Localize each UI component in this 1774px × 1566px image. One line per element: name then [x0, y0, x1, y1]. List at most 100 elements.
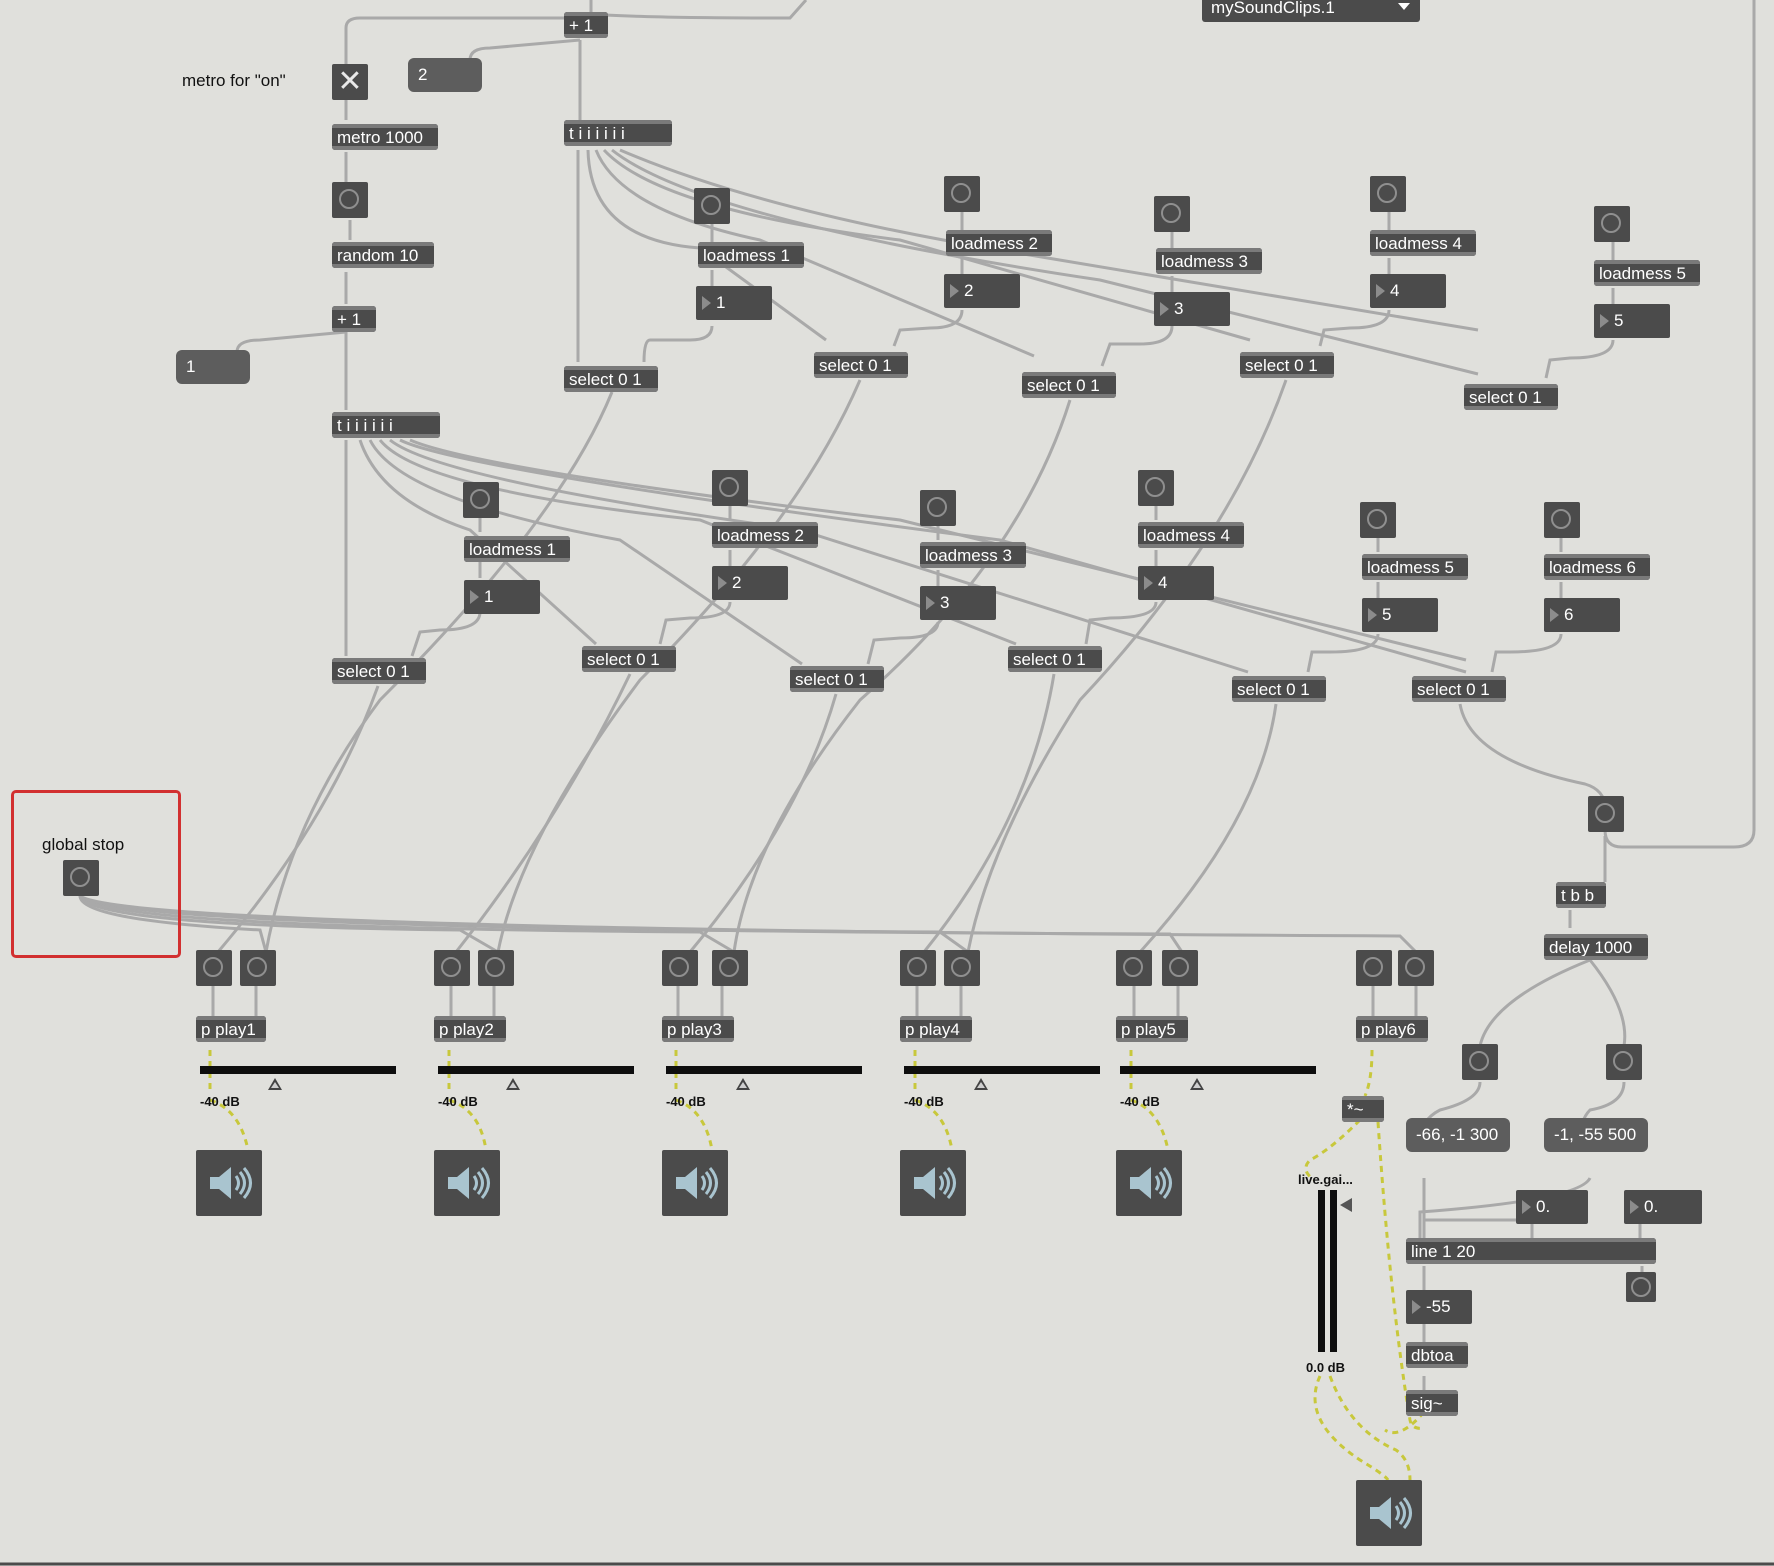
upper-select-2[interactable]: select 0 1: [814, 352, 908, 378]
lower-loadmess-4[interactable]: loadmess 4: [1138, 522, 1244, 548]
player-4[interactable]: p play4: [900, 1016, 972, 1042]
random-object[interactable]: random 10: [332, 242, 434, 268]
lower-number-1[interactable]: 1: [464, 580, 540, 614]
live-gain-meter-left[interactable]: [1318, 1190, 1325, 1352]
lower-number-4[interactable]: 4: [1138, 566, 1214, 600]
upper-loadbang-2[interactable]: [944, 176, 980, 212]
play3-start-button[interactable]: [662, 950, 698, 986]
end-bang[interactable]: [1588, 796, 1624, 832]
sig-object[interactable]: sig~: [1406, 1390, 1458, 1416]
upper-loadmess-5[interactable]: loadmess 5: [1594, 260, 1700, 286]
upper-select-4[interactable]: select 0 1: [1240, 352, 1334, 378]
sound-clips-menu[interactable]: mySoundClips.1: [1202, 0, 1420, 22]
metro-object[interactable]: metro 1000: [332, 124, 438, 150]
gain-slider-2-thumb[interactable]: [506, 1078, 520, 1090]
fade-out-bang[interactable]: [1606, 1044, 1642, 1080]
lower-select-1[interactable]: select 0 1: [332, 658, 426, 684]
play3-stop-button[interactable]: [712, 950, 748, 986]
player-6[interactable]: p play6: [1356, 1016, 1428, 1042]
lower-loadmess-3[interactable]: loadmess 3: [920, 542, 1026, 568]
gain-slider-1[interactable]: [200, 1066, 396, 1074]
speaker-output-2[interactable]: [434, 1150, 500, 1216]
upper-number-1[interactable]: 1: [696, 286, 772, 320]
speaker-output-master[interactable]: [1356, 1480, 1422, 1546]
lower-select-3[interactable]: select 0 1: [790, 666, 884, 692]
lower-loadmess-1[interactable]: loadmess 1: [464, 536, 570, 562]
line-ramp-time[interactable]: 0.: [1516, 1190, 1588, 1224]
fade-in-message[interactable]: -66, -1 300: [1406, 1118, 1510, 1152]
play5-stop-button[interactable]: [1162, 950, 1198, 986]
upper-loadmess-4[interactable]: loadmess 4: [1370, 230, 1476, 256]
upper-loadbang-1[interactable]: [694, 188, 730, 224]
player-5[interactable]: p play5: [1116, 1016, 1188, 1042]
lower-loadmess-6[interactable]: loadmess 6: [1544, 554, 1650, 580]
trigger-bang-bang[interactable]: t b b: [1556, 882, 1606, 908]
upper-select-5[interactable]: select 0 1: [1464, 384, 1558, 410]
play2-start-button[interactable]: [434, 950, 470, 986]
play1-stop-button[interactable]: [240, 950, 276, 986]
play5-start-button[interactable]: [1116, 950, 1152, 986]
plus-one-left[interactable]: + 1: [332, 306, 376, 332]
upper-select-3[interactable]: select 0 1: [1022, 372, 1116, 398]
play6-stop-button[interactable]: [1398, 950, 1434, 986]
speaker-output-3[interactable]: [662, 1150, 728, 1216]
upper-loadbang-4[interactable]: [1370, 176, 1406, 212]
gain-slider-3[interactable]: [666, 1066, 862, 1074]
line-grain-time[interactable]: 0.: [1624, 1190, 1702, 1224]
play4-stop-button[interactable]: [944, 950, 980, 986]
lower-loadbang-3[interactable]: [920, 490, 956, 526]
gain-slider-5-thumb[interactable]: [1190, 1078, 1204, 1090]
play6-start-button[interactable]: [1356, 950, 1392, 986]
gain-slider-1-thumb[interactable]: [268, 1078, 282, 1090]
message-one[interactable]: 1: [176, 350, 250, 384]
message-two[interactable]: 2: [408, 58, 482, 92]
play2-stop-button[interactable]: [478, 950, 514, 986]
lower-loadmess-5[interactable]: loadmess 5: [1362, 554, 1468, 580]
trigger-upper[interactable]: t i i i i i i: [564, 120, 672, 146]
upper-number-5[interactable]: 5: [1594, 304, 1670, 338]
lower-select-2[interactable]: select 0 1: [582, 646, 676, 672]
live-gain-pointer[interactable]: [1340, 1198, 1352, 1212]
lower-select-5[interactable]: select 0 1: [1232, 676, 1326, 702]
lower-loadbang-2[interactable]: [712, 470, 748, 506]
global-stop-button[interactable]: [63, 860, 99, 896]
upper-select-1[interactable]: select 0 1: [564, 366, 658, 392]
speaker-output-4[interactable]: [900, 1150, 966, 1216]
lower-loadbang-6[interactable]: [1544, 502, 1580, 538]
gain-slider-5[interactable]: [1120, 1066, 1316, 1074]
upper-loadmess-1[interactable]: loadmess 1: [698, 242, 804, 268]
speaker-output-1[interactable]: [196, 1150, 262, 1216]
upper-number-3[interactable]: 3: [1154, 292, 1230, 326]
play1-start-button[interactable]: [196, 950, 232, 986]
play4-start-button[interactable]: [900, 950, 936, 986]
lower-number-6[interactable]: 6: [1544, 598, 1620, 632]
player-3[interactable]: p play3: [662, 1016, 734, 1042]
player-2[interactable]: p play2: [434, 1016, 506, 1042]
lower-loadbang-4[interactable]: [1138, 470, 1174, 506]
dbtoa-object[interactable]: dbtoa: [1406, 1342, 1468, 1368]
delay-object[interactable]: delay 1000: [1544, 934, 1648, 960]
upper-number-4[interactable]: 4: [1370, 274, 1446, 308]
lower-loadbang-5[interactable]: [1360, 502, 1396, 538]
lower-select-4[interactable]: select 0 1: [1008, 646, 1102, 672]
player-1[interactable]: p play1: [196, 1016, 266, 1042]
line-object[interactable]: line 1 20: [1406, 1238, 1656, 1264]
upper-number-2[interactable]: 2: [944, 274, 1020, 308]
live-gain-meter-right[interactable]: [1330, 1190, 1337, 1352]
upper-loadmess-3[interactable]: loadmess 3: [1156, 248, 1262, 274]
gain-slider-4[interactable]: [904, 1066, 1100, 1074]
metro-toggle[interactable]: ✕: [332, 64, 368, 100]
lower-number-2[interactable]: 2: [712, 566, 788, 600]
lower-loadmess-2[interactable]: loadmess 2: [712, 522, 818, 548]
gain-slider-2[interactable]: [438, 1066, 634, 1074]
lower-number-3[interactable]: 3: [920, 586, 996, 620]
fade-in-bang[interactable]: [1462, 1044, 1498, 1080]
lower-select-6[interactable]: select 0 1: [1412, 676, 1506, 702]
plus-one-top[interactable]: + 1: [564, 12, 608, 38]
upper-loadbang-5[interactable]: [1594, 206, 1630, 242]
line-done-bang[interactable]: [1626, 1272, 1656, 1302]
gain-slider-3-thumb[interactable]: [736, 1078, 750, 1090]
speaker-output-5[interactable]: [1116, 1150, 1182, 1216]
fade-out-message[interactable]: -1, -55 500: [1544, 1118, 1648, 1152]
signal-multiply[interactable]: *~: [1342, 1096, 1384, 1122]
